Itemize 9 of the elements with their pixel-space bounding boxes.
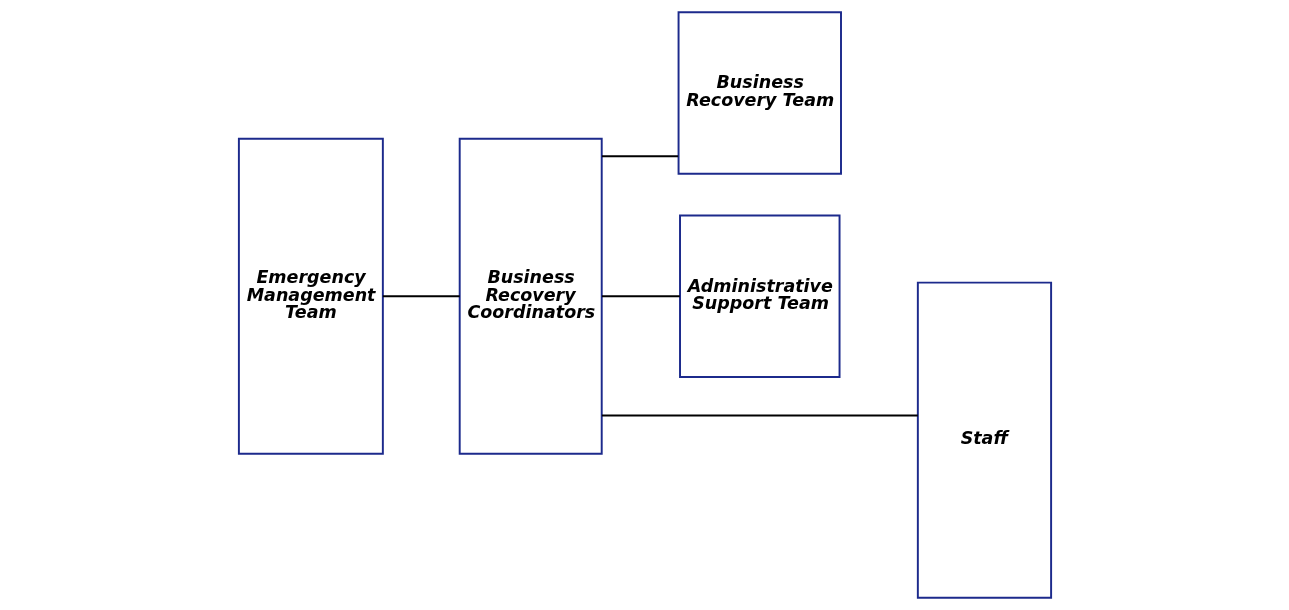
connector	[600, 295, 681, 298]
connector	[600, 155, 679, 158]
node-box: Business Recovery Team	[677, 11, 842, 175]
node-box: Staff	[916, 281, 1052, 599]
connector	[600, 414, 919, 417]
connector	[381, 295, 461, 298]
node-box: Business Recovery Coordinators	[458, 137, 603, 455]
node-box: Administrative Support Team	[678, 214, 840, 378]
node-box: Emergency Management Team	[237, 137, 384, 455]
